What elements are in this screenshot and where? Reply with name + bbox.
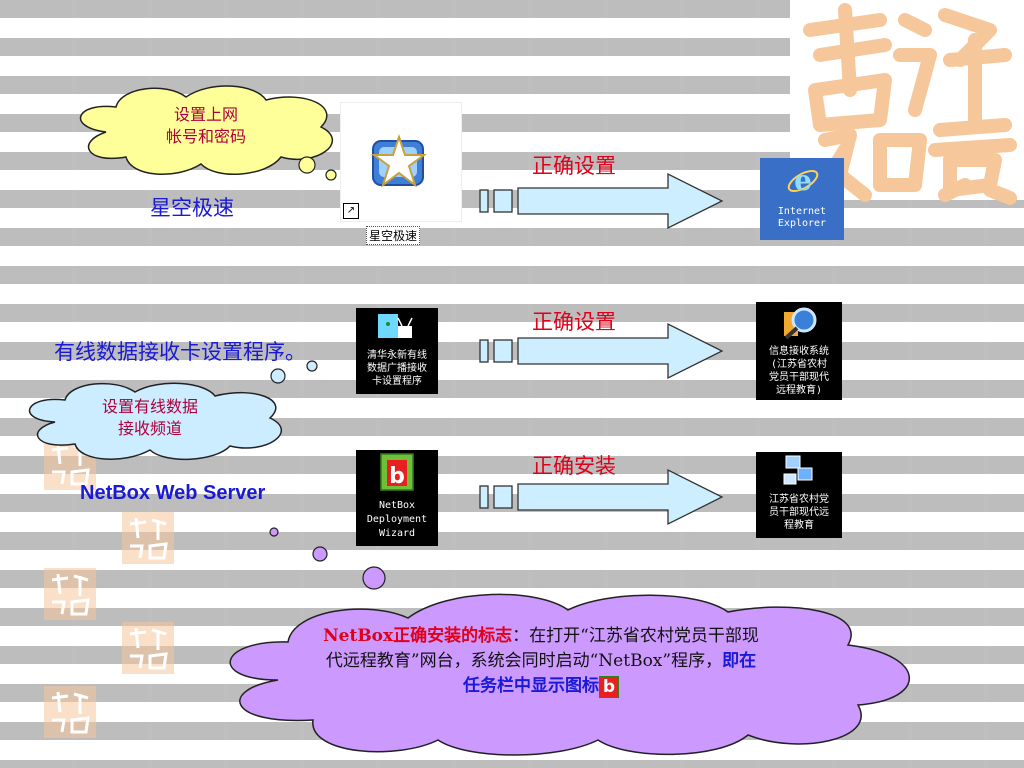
cloud-mid — [28, 382, 283, 460]
bottom-note-red: NetBox正确安装的标志 — [323, 626, 513, 646]
jiangsu-caption-2: 员干部现代远 — [769, 507, 829, 518]
svg-text:e: e — [794, 164, 812, 197]
tsinghua-caption-2: 数据广播接收 — [367, 363, 427, 374]
row1-arrow — [479, 172, 724, 230]
jiangsu-caption-1: 江苏省农村党 — [769, 494, 829, 505]
row2-action: 正确设置 — [532, 310, 616, 334]
cloud-bottom-bubbles — [269, 527, 386, 590]
netbox-caption-1: NetBox — [378, 500, 416, 511]
bottom-note-blue: 即在任务栏中显示图标 — [463, 651, 757, 696]
info-caption-4: 远程教育) — [775, 385, 823, 396]
watermark-small-2 — [122, 512, 174, 564]
ie-caption-line2: Explorer — [777, 218, 827, 229]
info-receive-shortcut[interactable]: 信息接收系统 (江苏省农村 党员干部现代 远程教育) — [756, 302, 842, 400]
tsinghua-setup-shortcut[interactable]: 清华永新有线 数据广播接收 卡设置程序 — [356, 308, 438, 394]
jiangsu-caption-3: 程教育 — [784, 520, 814, 531]
watermark-small-1 — [44, 438, 96, 490]
row1-action: 正确设置 — [532, 154, 616, 178]
info-caption-1: 信息接收系统 — [769, 346, 829, 357]
bottom-note-plain: 在打开“江苏省农村党员干部现代远程教育”网台，系统会同时启动“NetBox”程序… — [325, 626, 759, 671]
row3-arrow — [479, 468, 724, 526]
shortcut-arrow-icon: ↗ — [343, 203, 359, 219]
cloud-top — [79, 85, 334, 175]
ie-logo-icon: e — [787, 164, 819, 197]
magnifier-icon — [784, 307, 817, 340]
ie-caption-line1: Internet — [777, 206, 827, 217]
svg-text:b: b — [389, 464, 405, 489]
watermark-small-5 — [44, 686, 96, 738]
netbox-wizard-shortcut[interactable]: b NetBox Deployment Wizard — [356, 450, 438, 546]
row2-label: 有线数据接收卡设置程序。 — [54, 340, 306, 364]
bottom-note-colon: ： — [512, 626, 530, 646]
bottom-note: NetBox正确安装的标志：在打开“江苏省农村党员干部现代远程教育”网台，系统会… — [318, 624, 764, 699]
netbox-caption-3: Wizard — [378, 528, 416, 539]
xingkong-shortcut[interactable]: ↗ — [340, 102, 462, 222]
cloud-mid-line2: 接收频道 — [117, 419, 182, 438]
netbox-b-icon: b — [380, 453, 414, 491]
watermark-small-3 — [44, 568, 96, 620]
row1-label: 星空极速 — [150, 196, 234, 220]
cloud-top-line2: 帐号和密码 — [165, 127, 246, 146]
info-caption-2: (江苏省农村 — [770, 359, 828, 370]
cloud-top-text: 设置上网 帐号和密码 — [116, 104, 296, 148]
netbox-tray-icon: b — [599, 675, 619, 698]
xingkong-caption: 星空极速 — [366, 226, 421, 245]
jiangsu-edu-shortcut[interactable]: 江苏省农村党 员干部现代远 程教育 — [756, 452, 842, 538]
internet-explorer-shortcut[interactable]: e Internet Explorer — [760, 158, 844, 240]
row3-label: NetBox Web Server — [80, 482, 266, 504]
star-icon — [370, 133, 428, 188]
netbox-caption-2: Deployment — [366, 514, 428, 525]
cloud-bottom — [229, 593, 910, 756]
watermark-small-4 — [122, 622, 174, 674]
tsinghua-caption-3: 卡设置程序 — [372, 376, 422, 387]
cloud-mid-line1: 设置有线数据 — [101, 397, 198, 416]
cloud-mid-bubbles — [270, 360, 318, 384]
info-caption-3: 党员干部现代 — [769, 372, 829, 383]
computer-network-icon — [783, 455, 813, 485]
cloud-mid-text: 设置有线数据 接收频道 — [60, 396, 240, 440]
cloud-top-line1: 设置上网 — [173, 105, 238, 124]
row2-arrow — [479, 322, 724, 380]
tsinghua-caption-1: 清华永新有线 — [367, 350, 427, 361]
row3-action: 正确安装 — [532, 454, 616, 478]
tv-setup-icon — [378, 314, 413, 338]
